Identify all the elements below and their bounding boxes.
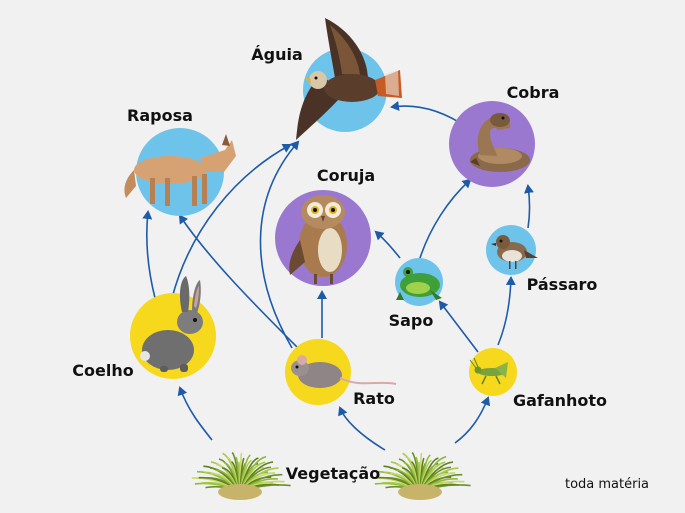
arrow-gafanhoto-passaro [497, 276, 516, 346]
label-sapo: Sapo [389, 311, 434, 330]
label-aguia: Águia [251, 45, 303, 64]
arrow-vegetacao-rato [338, 406, 386, 451]
label-rato: Rato [353, 389, 395, 408]
node-passaro: Pássaro [486, 225, 597, 294]
label-passaro: Pássaro [527, 275, 598, 294]
eagle-icon [296, 18, 402, 140]
grass-base [218, 484, 262, 500]
arrow-coelho-raposa [142, 210, 156, 299]
node-coruja: Coruja [275, 166, 375, 286]
arrow-rato-aguia [259, 140, 300, 349]
arrow-vegetacao-gafanhoto [454, 396, 491, 444]
grass-base [398, 484, 442, 500]
node-coelho: Coelho [72, 276, 216, 380]
snake-icon [470, 113, 530, 172]
grasshopper-icon [469, 357, 508, 385]
mouse-icon [291, 355, 397, 388]
arrow-passaro-cobra [524, 184, 534, 229]
label-raposa: Raposa [127, 106, 193, 125]
node-vegetacao: Vegetação [191, 451, 471, 500]
brand-logo: toda matéria [565, 477, 649, 492]
node-raposa: Raposa [124, 106, 236, 216]
node-gafanhoto: Gafanhoto [469, 348, 607, 410]
grass-icon [191, 451, 291, 500]
label-gafanhoto: Gafanhoto [513, 391, 607, 410]
rabbit-icon [140, 276, 203, 372]
frog-icon [396, 267, 442, 300]
grass-icon [371, 451, 471, 500]
arrow-gafanhoto-sapo [438, 300, 479, 353]
sparrow-icon [491, 235, 538, 269]
node-cobra: Cobra [449, 83, 559, 187]
arrow-sapo-cobra [419, 178, 472, 259]
owl-icon [289, 195, 347, 284]
fox-icon [124, 134, 236, 206]
edges-layer [142, 101, 534, 451]
label-vegetacao: Vegetação [286, 464, 380, 483]
node-sapo: Sapo [389, 258, 443, 330]
arrow-vegetacao-coelho [177, 386, 213, 441]
arrow-coelho-aguia [171, 143, 292, 299]
node-rato: Rato [285, 339, 397, 408]
label-coelho: Coelho [72, 361, 133, 380]
arrow-sapo-coruja [374, 230, 401, 259]
node-aguia: Águia [251, 18, 402, 140]
label-coruja: Coruja [317, 166, 375, 185]
label-cobra: Cobra [507, 83, 560, 102]
